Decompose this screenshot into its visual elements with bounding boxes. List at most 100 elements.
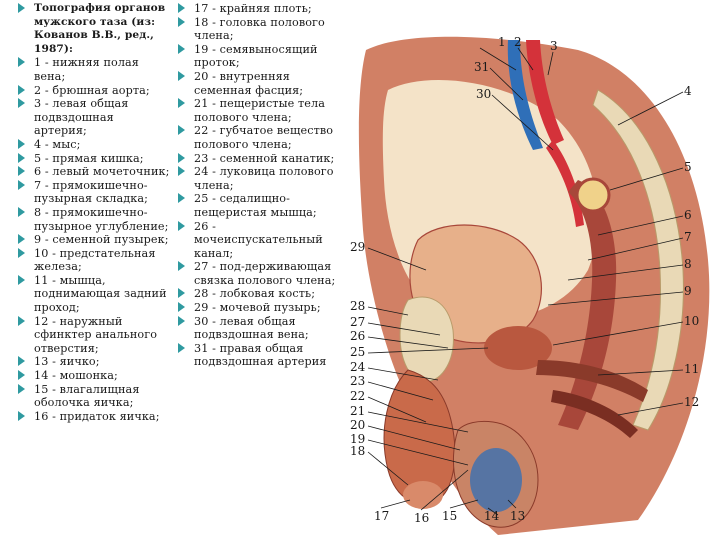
legend-item: 21 - пещеристые тела полового члена; [178,97,340,124]
testis [470,448,522,512]
figure-label-28: 28 [350,299,365,313]
legend-item: 17 - крайняя плоть; [178,2,340,16]
legend-item: 30 - левая общая подвздошная вена; [178,315,340,342]
figure-label-21: 21 [350,404,365,418]
figure-label-20: 20 [350,418,365,432]
figure-label-6: 6 [684,208,692,222]
legend-text: 6 - левый мочеточник; [34,165,170,178]
figure-label-9: 9 [684,284,692,298]
bullet-icon [178,316,185,326]
figure-label-26: 26 [350,329,365,343]
bullet-icon [178,3,185,13]
figure-label-15: 15 [442,509,457,523]
legend-text: 9 - семенной пузырек; [34,233,169,246]
legend-item: 5 - прямая кишка; [18,152,170,166]
legend-item: 18 - головка полового члена; [178,16,340,43]
legend-text: 17 - крайняя плоть; [194,2,312,15]
legend-item: 1 - нижняя полая вена; [18,56,170,83]
bullet-icon [178,261,185,271]
legend-item: 9 - семенной пузырек; [18,233,170,247]
figure-label-11: 11 [684,362,699,376]
legend-item: 10 - предстательная железа; [18,247,170,274]
bullet-icon [178,98,185,108]
figure-label-29: 29 [350,240,365,254]
legend-item: 11 - мышца, поднимающая задний проход; [18,274,170,315]
legend-item: 3 - левая общая подвздошная артерия; [18,97,170,138]
legend-item: 2 - брюшная аорта; [18,84,170,98]
figure-label-25: 25 [350,345,365,359]
legend-item: 22 - губчатое вещество полового члена; [178,124,340,151]
legend-item: 19 - семявыносящий проток; [178,43,340,70]
figure-label-24: 24 [350,360,366,374]
bullet-icon [178,221,185,231]
bullet-icon [178,125,185,135]
rectum-lumen [577,179,609,211]
legend-text: 14 - мошонка; [34,369,118,382]
figure-label-10: 10 [684,314,699,328]
legend-text: 7 - прямокишечно-пузырная складка; [34,179,148,206]
pubic-bone [400,297,453,382]
bullet-icon [18,85,25,95]
figure-label-31: 31 [474,60,489,74]
legend-text: 21 - пещеристые тела полового члена; [194,97,325,124]
bullet-icon [178,153,185,163]
legend-text: 12 - наружный сфинктер анального отверст… [34,315,157,355]
bullet-icon [18,248,25,258]
bullet-icon [18,166,25,176]
legend-text: 15 - влагалищная оболочка яичка; [34,383,139,410]
legend-item: 7 - прямокишечно-пузырная складка; [18,179,170,206]
bullet-icon [178,288,185,298]
bullet-icon [18,57,25,67]
legend-text: 31 - правая общая подвздошная артерия [194,342,326,369]
legend-text: 27 - под-держивающая связка полового чле… [194,260,335,287]
legend-item: 12 - наружный сфинктер анального отверст… [18,315,170,356]
legend-title: Топография органов мужского таза (из: Ко… [18,2,170,56]
legend-text: 13 - яичко; [34,355,100,368]
figure-label-16: 16 [414,511,429,525]
legend-text: 18 - головка полового члена; [194,16,325,43]
legend-text: Топография органов мужского таза (из: Ко… [34,2,165,55]
legend-text: 10 - предстательная железа; [34,247,155,274]
bullet-icon [18,384,25,394]
legend-item: 25 - седалищно-пещеристая мышца; [178,192,340,219]
legend-text: 19 - семявыносящий проток; [194,43,318,70]
legend-text: 25 - седалищно-пещеристая мышца; [194,192,317,219]
legend-text: 20 - внутренняя семенная фасция; [194,70,303,97]
bullet-icon [18,180,25,190]
glans [403,481,443,509]
bullet-icon [178,166,185,176]
bullet-icon [18,411,25,421]
bullet-icon [178,44,185,54]
legend-item: 20 - внутренняя семенная фасция; [178,70,340,97]
legend-item: 28 - лобковая кость; [178,287,340,301]
legend-text: 23 - семенной канатик; [194,152,334,165]
bullet-icon [18,3,25,13]
legend-text: 8 - прямокишечно-пузырное углубление; [34,206,168,233]
bullet-icon [18,275,25,285]
figure-label-17: 17 [374,509,389,523]
legend-item: 27 - под-держивающая связка полового чле… [178,260,340,287]
figure-label-8: 8 [684,257,692,271]
legend-text: 28 - лобковая кость; [194,287,315,300]
bullet-icon [178,71,185,81]
pelvis-anatomy-illustration: 1 2 3 4 5 6 7 8 9 10 11 12 31 30 29 28 2… [348,30,720,540]
figure-label-12: 12 [684,395,699,409]
legend-text: 24 - луковица полового члена; [194,165,334,192]
legend-item: 4 - мыс; [18,138,170,152]
figure-label-5: 5 [684,160,692,174]
legend-text: 30 - левая общая подвздошная вена; [194,315,309,342]
legend-text: 1 - нижняя полая вена; [34,56,139,83]
bullet-icon [18,316,25,326]
legend-item: 15 - влагалищная оболочка яичка; [18,383,170,410]
figure-label-1: 1 [498,35,506,49]
legend-column-middle: 17 - крайняя плоть; 18 - головка половог… [178,2,340,369]
legend-text: 26 - мочеиспускательный канал; [194,220,323,260]
legend-text: 29 - мочевой пузырь; [194,301,321,314]
bullet-icon [18,98,25,108]
legend-item: 26 - мочеиспускательный канал; [178,220,340,261]
legend-item: 24 - луковица полового члена; [178,165,340,192]
bullet-icon [178,343,185,353]
bullet-icon [18,370,25,380]
legend-text: 2 - брюшная аорта; [34,84,150,97]
